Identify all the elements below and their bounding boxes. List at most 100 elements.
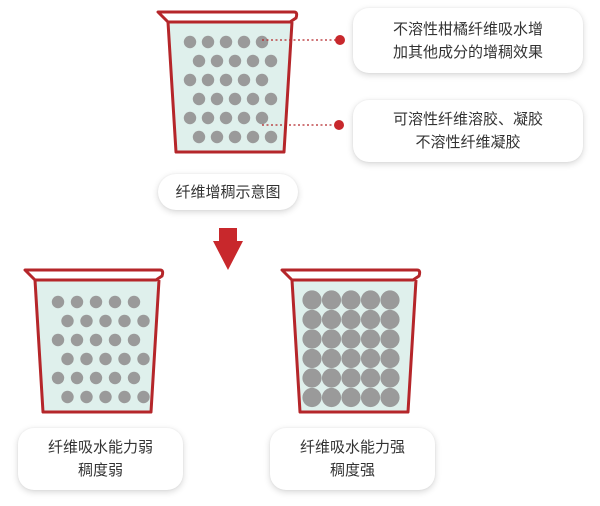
particle bbox=[137, 390, 150, 404]
particle bbox=[360, 290, 381, 310]
label-soluble-fiber: 可溶性纤维溶胶、凝胶 不溶性纤维凝胶 bbox=[353, 100, 583, 162]
particle bbox=[360, 387, 381, 408]
leader-dot-insoluble bbox=[335, 35, 345, 45]
particle bbox=[210, 54, 224, 68]
particle bbox=[99, 314, 112, 328]
label-insoluble-fiber: 不溶性柑橘纤维吸水增 加其他成分的增稠效果 bbox=[353, 8, 583, 73]
particle bbox=[302, 348, 322, 369]
caption-weak-absorption: 纤维吸水能力弱 稠度弱 bbox=[18, 428, 183, 490]
particle bbox=[183, 35, 197, 49]
particle bbox=[137, 352, 150, 366]
label-soluble-fiber-line2: 不溶性纤维凝胶 bbox=[415, 133, 521, 151]
particle bbox=[219, 35, 233, 49]
particle bbox=[380, 290, 400, 310]
particle bbox=[99, 352, 112, 366]
particle bbox=[255, 35, 269, 49]
caption-weak-line1: 纤维吸水能力弱 bbox=[47, 438, 153, 456]
particle bbox=[321, 387, 342, 408]
particle bbox=[302, 368, 322, 388]
particle bbox=[302, 309, 322, 330]
particle bbox=[246, 130, 260, 144]
particle bbox=[51, 371, 65, 385]
particle bbox=[321, 329, 342, 349]
beaker-strong-particles bbox=[302, 290, 400, 408]
beaker-weak bbox=[23, 268, 165, 414]
particle bbox=[321, 290, 342, 310]
particle bbox=[201, 111, 215, 125]
particle bbox=[341, 309, 361, 330]
particle bbox=[360, 329, 381, 349]
particle bbox=[228, 130, 242, 144]
caption-main-text: 纤维增稠示意图 bbox=[175, 182, 281, 201]
particle bbox=[192, 54, 206, 68]
particle bbox=[51, 295, 65, 309]
beaker-top-particles bbox=[183, 35, 278, 144]
beaker-weak-particles bbox=[51, 295, 150, 404]
caption-strong-line1: 纤维吸水能力强 bbox=[299, 438, 405, 456]
particle bbox=[264, 130, 278, 144]
particle bbox=[219, 111, 233, 125]
leader-line-insoluble bbox=[262, 35, 345, 45]
particle bbox=[341, 290, 361, 310]
particle bbox=[137, 314, 150, 328]
leader-dot-soluble bbox=[334, 120, 344, 130]
particle bbox=[237, 35, 251, 49]
particle bbox=[302, 329, 322, 349]
particle bbox=[210, 130, 224, 144]
particle bbox=[321, 348, 342, 369]
particle bbox=[118, 390, 131, 404]
particle bbox=[118, 314, 131, 328]
particle bbox=[127, 371, 141, 385]
particle bbox=[321, 368, 342, 388]
particle bbox=[302, 387, 322, 408]
particle bbox=[341, 348, 361, 369]
particle bbox=[380, 387, 400, 408]
particle bbox=[341, 368, 361, 388]
particle bbox=[127, 333, 141, 347]
particle bbox=[192, 130, 206, 144]
particle bbox=[108, 295, 122, 309]
particle bbox=[210, 92, 224, 106]
particle bbox=[201, 73, 215, 87]
label-insoluble-fiber-line1: 不溶性柑橘纤维吸水增 bbox=[392, 19, 543, 38]
particle bbox=[228, 54, 242, 68]
particle bbox=[183, 73, 197, 87]
particle bbox=[255, 73, 269, 87]
particle bbox=[80, 390, 93, 404]
particle bbox=[380, 368, 400, 388]
particle bbox=[237, 73, 251, 87]
particle bbox=[360, 348, 381, 369]
particle bbox=[219, 73, 233, 87]
particle bbox=[264, 92, 278, 106]
particle bbox=[201, 35, 215, 49]
particle bbox=[341, 387, 361, 408]
particle bbox=[118, 352, 131, 366]
down-arrow-icon bbox=[213, 228, 243, 270]
beaker-strong-rim bbox=[280, 268, 422, 282]
particle bbox=[99, 390, 112, 404]
particle bbox=[341, 329, 361, 349]
label-insoluble-fiber-line2: 加其他成分的增稠效果 bbox=[392, 42, 543, 61]
particle bbox=[70, 333, 84, 347]
particle bbox=[108, 371, 122, 385]
particle bbox=[70, 371, 84, 385]
particle bbox=[80, 314, 93, 328]
label-soluble-fiber-line1: 可溶性纤维溶胶、凝胶 bbox=[392, 110, 543, 128]
beaker-top-rim bbox=[156, 10, 299, 24]
caption-strong-line2: 稠度强 bbox=[329, 461, 375, 479]
beaker-strong bbox=[280, 268, 422, 414]
caption-strong-absorption: 纤维吸水能力强 稠度强 bbox=[270, 428, 435, 490]
particle bbox=[360, 368, 381, 388]
particle bbox=[89, 295, 103, 309]
particle bbox=[246, 92, 260, 106]
particle bbox=[321, 309, 342, 330]
particle bbox=[192, 92, 206, 106]
particle bbox=[89, 371, 103, 385]
particle bbox=[228, 92, 242, 106]
particle bbox=[80, 352, 93, 366]
particle bbox=[61, 314, 74, 328]
caption-main: 纤维增稠示意图 bbox=[158, 174, 298, 210]
particle bbox=[51, 333, 65, 347]
particle bbox=[302, 290, 322, 310]
